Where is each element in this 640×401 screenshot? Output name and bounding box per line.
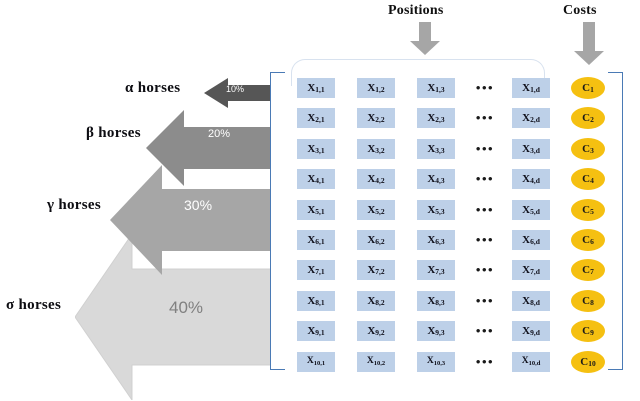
group-arrow-sigma[interactable]: [75, 234, 271, 400]
matrix-ellipsis: •••: [475, 80, 495, 95]
matrix-ellipsis: •••: [475, 232, 495, 247]
positions-header-label: Positions: [388, 3, 444, 18]
group-label-gamma: γ horses: [47, 197, 101, 213]
matrix-ellipsis: •••: [475, 354, 495, 369]
matrix-ellipsis: •••: [475, 110, 495, 125]
group-label-sigma: σ horses: [6, 297, 62, 313]
group-arrow-alpha[interactable]: [204, 78, 271, 108]
costs-header-label: Costs: [563, 3, 597, 18]
matrix-ellipsis: •••: [475, 293, 495, 308]
matrix-ellipsis: •••: [475, 323, 495, 338]
group-label-alpha: α horses: [125, 80, 181, 96]
group-arrow-beta[interactable]: [146, 110, 271, 186]
matrix-bracket-left: [270, 72, 285, 370]
group-label-beta: β horses: [86, 125, 141, 141]
matrix-bracket-right: [608, 72, 623, 370]
matrix-ellipsis: •••: [475, 202, 495, 217]
matrix-ellipsis: •••: [475, 262, 495, 277]
down-arrow-icon-positions: [410, 22, 440, 55]
down-arrow-icon-costs: [574, 22, 604, 65]
matrix-ellipsis: •••: [475, 171, 495, 186]
matrix-ellipsis: •••: [475, 141, 495, 156]
group-arrow-gamma[interactable]: [110, 165, 271, 275]
